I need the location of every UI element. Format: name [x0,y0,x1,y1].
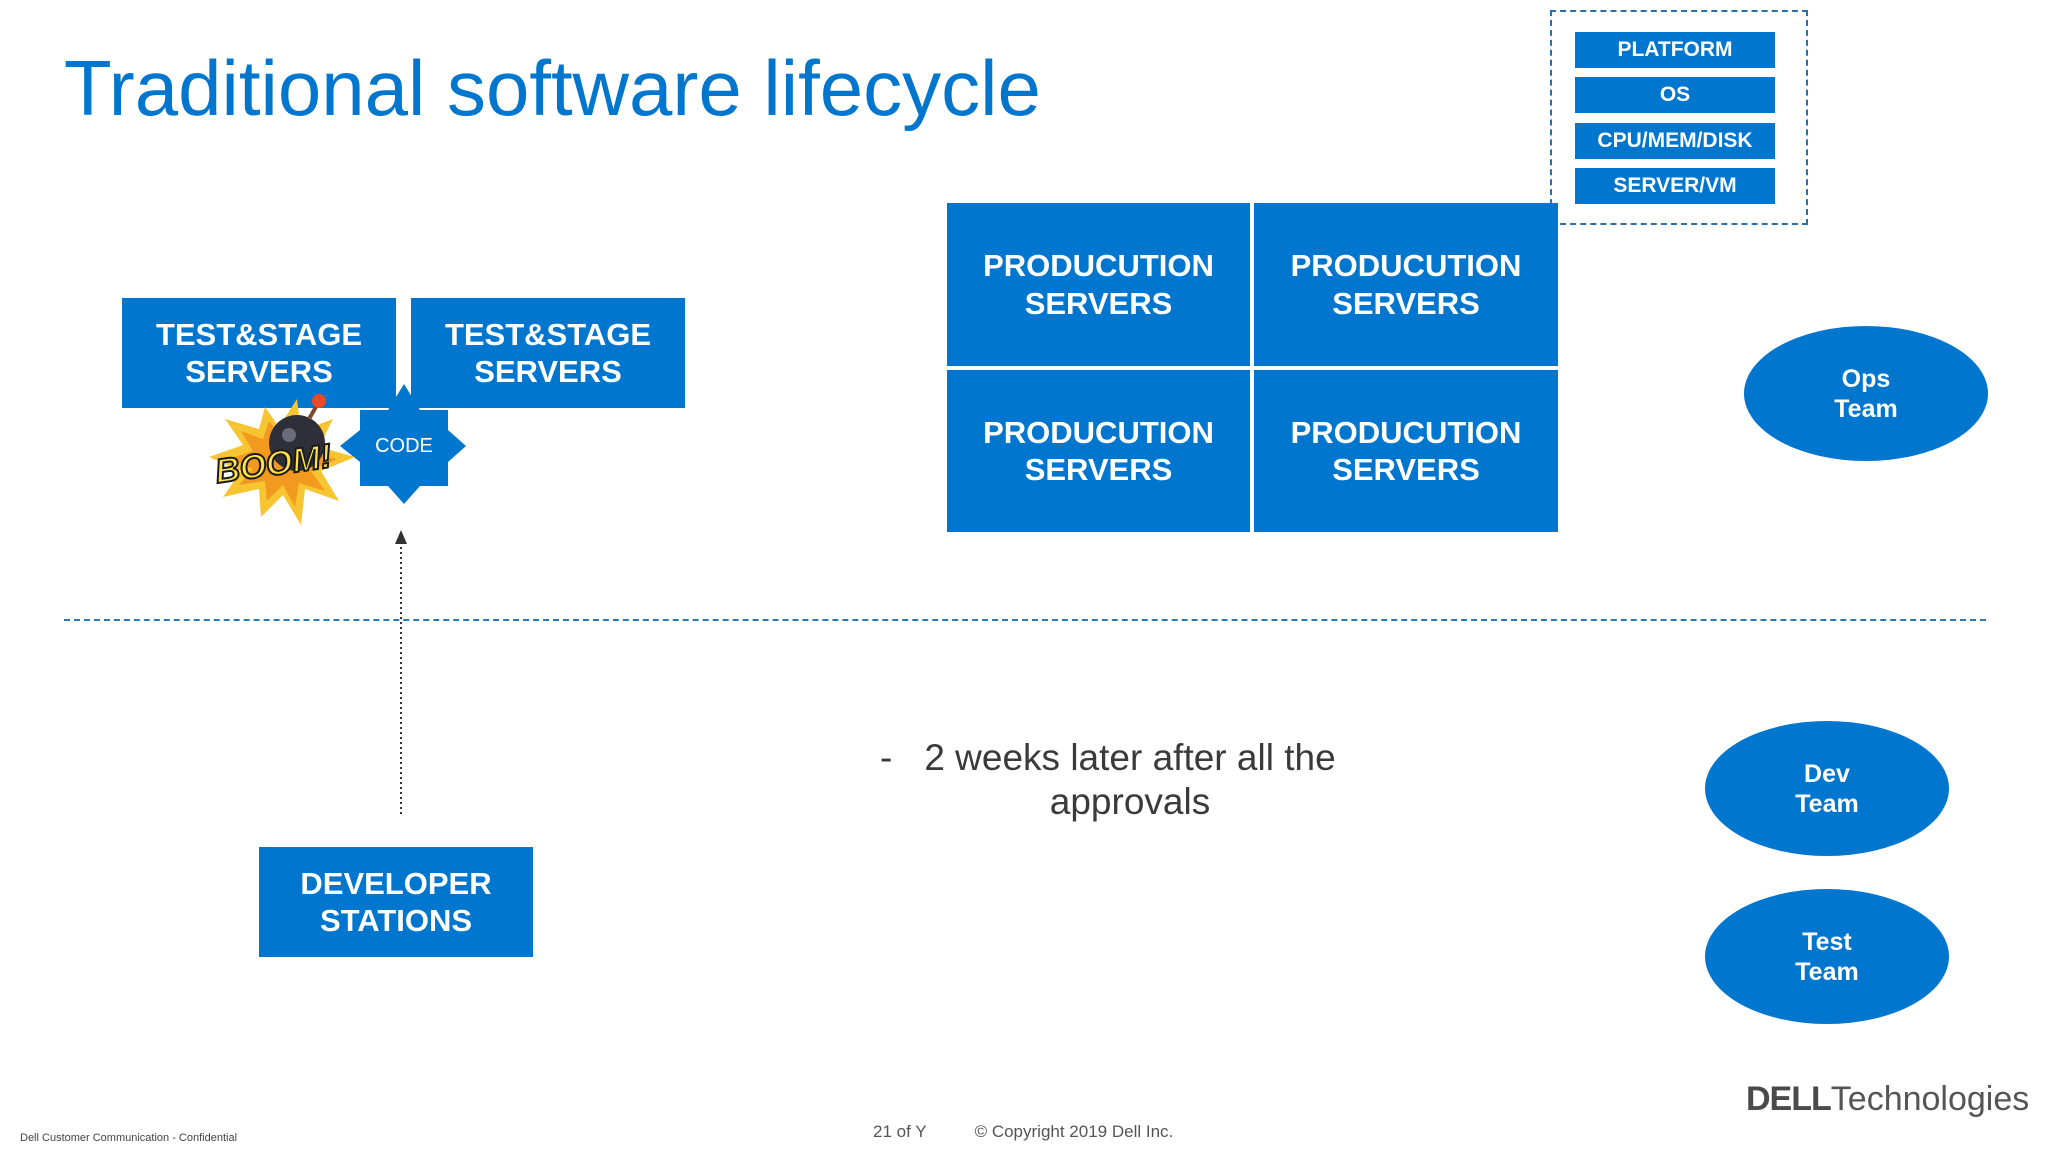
upward-arrow-icon [395,530,407,816]
production-servers-top-right: PRODUCUTION SERVERS [1254,203,1558,366]
slide-title: Traditional software lifecycle [64,44,1041,132]
caption-text: 2 weeks later after all the approvals [924,737,1336,823]
caption-bullet: - [880,737,893,778]
confidential-note: Dell Customer Communication - Confidenti… [20,1132,238,1144]
footer-page-info: 21 of Y © Copyright 2019 Dell Inc. [873,1122,1173,1142]
test-stage-servers-left: TEST&STAGE SERVERS [122,298,396,408]
code-puzzle-shape: CODE [340,384,466,504]
boom-label: BOOM! [213,437,334,491]
test-stage-servers-right: TEST&STAGE SERVERS [411,298,685,408]
copyright-text: © Copyright 2019 Dell Inc. [974,1122,1174,1141]
infrastructure-stack-group [1550,10,1808,225]
ops-team-ellipse: Ops Team [1744,326,1988,461]
production-servers-bottom-left: PRODUCUTION SERVERS [947,370,1250,532]
code-label: CODE [375,435,433,457]
page-number: 21 of Y [873,1122,927,1141]
production-servers-bottom-right: PRODUCUTION SERVERS [1254,370,1558,532]
boom-explosion-icon: BOOM! [209,394,355,525]
test-team-ellipse: Test Team [1705,889,1949,1024]
stack-item-server-vm: SERVER/VM [1575,168,1775,204]
stack-item-cpu-mem-disk: CPU/MEM/DISK [1575,123,1775,159]
dev-team-ellipse: Dev Team [1705,721,1949,856]
stack-item-os: OS [1575,77,1775,113]
production-servers-top-left: PRODUCUTION SERVERS [947,203,1250,366]
dell-technologies-logo: DELLTechnologies [1746,1080,2030,1118]
section-divider [64,619,1986,621]
timeline-caption: - 2 weeks later after all the approvals [870,736,1390,825]
stack-item-platform: PLATFORM [1575,32,1775,68]
developer-stations-box: DEVELOPER STATIONS [259,847,533,957]
